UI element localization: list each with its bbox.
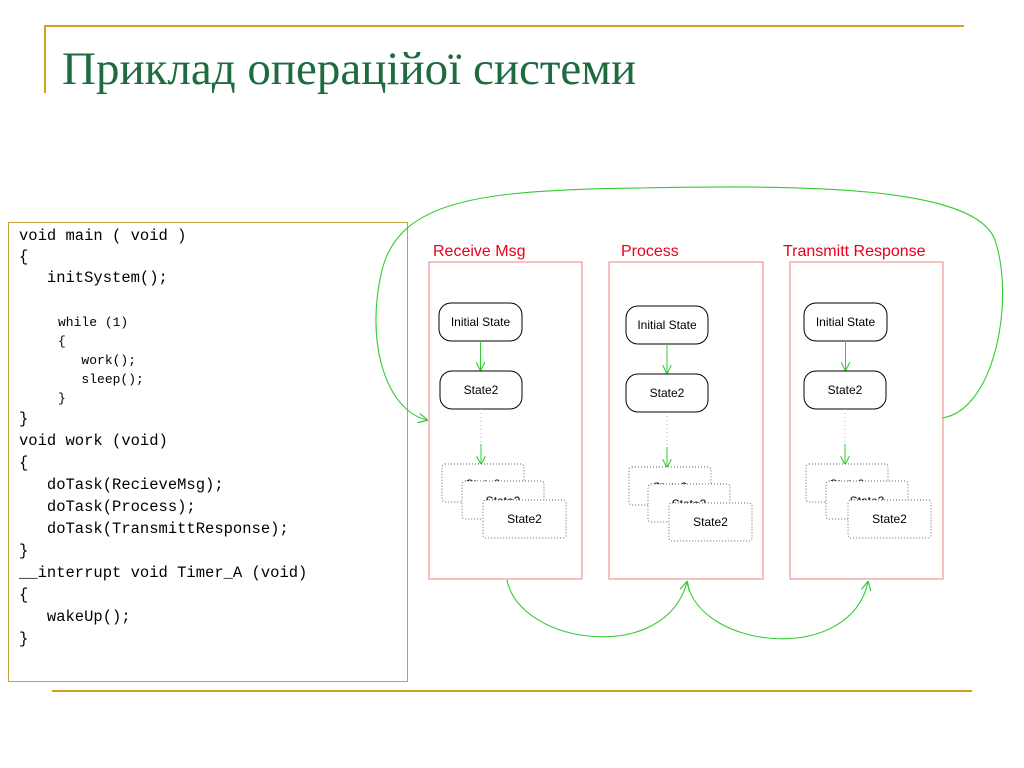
lane-receive-msg: Receive Msg Initial State State2 State2 … (428, 243, 583, 580)
slide-title: Приклад операційої системи (62, 43, 637, 95)
lane-frame (428, 261, 583, 580)
code-line: wakeUp(); (19, 608, 131, 626)
state-label: Initial State (816, 315, 876, 329)
code-line: initSystem(); (19, 269, 168, 287)
code-line: { (19, 454, 29, 472)
lane-transmitt-response: Transmitt Response Initial State State2 … (783, 243, 944, 580)
code-line: void work (void) (19, 432, 168, 450)
code-line: } (19, 630, 29, 648)
code-line: while (1) (19, 315, 129, 330)
code-line: } (19, 391, 66, 406)
left-accent-rule (44, 25, 46, 93)
bottom-rule (52, 690, 972, 692)
code-line: void main ( void ) (19, 227, 187, 245)
code-line: __interrupt void Timer_A (void) (19, 564, 308, 582)
code-line: doTask(RecieveMsg); (19, 476, 224, 494)
code-line: doTask(TransmittResponse); (19, 520, 289, 538)
code-line: sleep(); (19, 372, 144, 387)
lane-title: Process (621, 243, 679, 260)
state-label: State2 (507, 512, 542, 526)
state-label: Initial State (637, 318, 697, 332)
state-label: State2 (650, 386, 685, 400)
code-listing: void main ( void ) { initSystem(); while… (8, 222, 408, 682)
lane-frame (789, 261, 944, 580)
lane-title: Transmitt Response (783, 243, 926, 260)
flow-arrow-process-to-transmit (686, 582, 868, 640)
state-label: State2 (872, 512, 907, 526)
state-label: State2 (828, 383, 863, 397)
state-stack-node (847, 499, 932, 539)
loop-back-arrow (375, 186, 1004, 420)
state-stack-node (668, 502, 753, 542)
flow-arrow-receive-to-process (506, 580, 687, 638)
code-line: { (19, 248, 29, 266)
code-line: { (19, 334, 66, 349)
state-label: Initial State (451, 315, 511, 329)
state-label: State2 (693, 515, 728, 529)
code-line: } (19, 410, 29, 428)
code-line: } (19, 542, 29, 560)
code-line: { (19, 586, 29, 604)
code-line: work(); (19, 353, 137, 368)
lane-frame (608, 261, 764, 580)
state-label: State2 (464, 383, 499, 397)
lane-title: Receive Msg (433, 243, 525, 260)
top-rule (44, 25, 964, 27)
code-line: doTask(Process); (19, 498, 196, 516)
state-stack-node (482, 499, 567, 539)
lane-process: Process Initial State State2 State2 Stat… (608, 243, 764, 580)
